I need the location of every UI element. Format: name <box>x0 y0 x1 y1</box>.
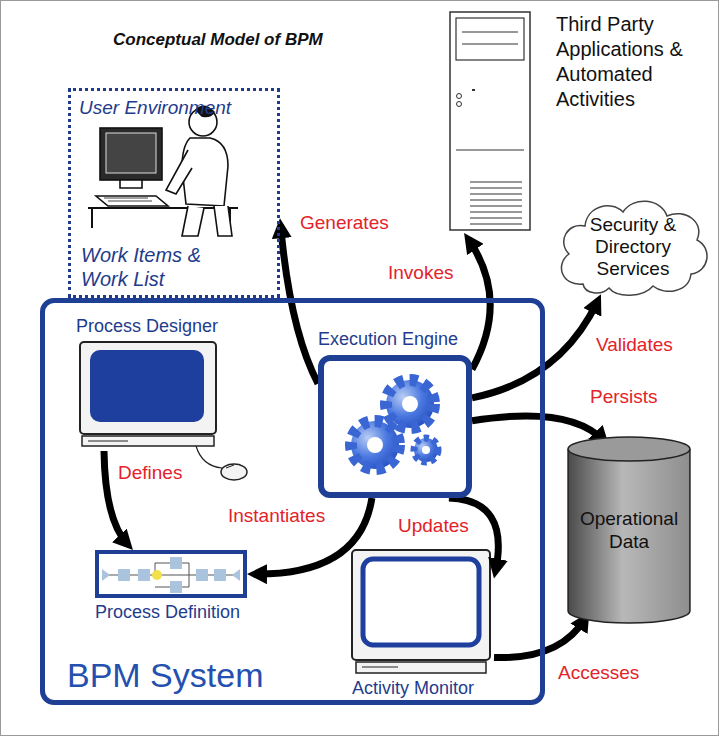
engine-ground <box>321 358 469 495</box>
region-title: User Environment <box>79 96 277 119</box>
store-label: Operational Data <box>573 507 685 553</box>
bpm-system-box: BPM SystemProcess DesignerExecution Engi… <box>40 298 545 705</box>
operational-data-store: Operational Data <box>563 435 695 625</box>
edge-label: Validates <box>594 334 675 356</box>
server-label: Third Party Applications & Automated Act… <box>556 12 696 112</box>
activity-monitor: Activity Monitor <box>350 548 494 700</box>
user-environment-region: User EnvironmentWork Items & Work List <box>68 88 280 298</box>
edge-label: Generates <box>298 212 391 234</box>
flow-arrow <box>472 302 598 398</box>
third-party-server: Third Party Applications & Automated Act… <box>448 8 716 233</box>
region-caption: Work Items & Work List <box>81 243 231 291</box>
gears-icon <box>351 380 438 469</box>
security-cloud: Security & Directory Services <box>553 192 713 302</box>
process-definition: Process Definition <box>95 550 247 598</box>
user-illustration <box>88 106 238 236</box>
component-label: Process Designer <box>76 316 224 337</box>
cloud-label: Security & Directory Services <box>578 214 688 280</box>
server-icon <box>450 12 530 230</box>
flow-arrow <box>281 226 318 383</box>
process-flow-icon <box>102 557 240 593</box>
process-designer: Process Designer <box>74 316 224 451</box>
flow-arrow <box>494 619 585 658</box>
edge-label: Persists <box>588 386 660 408</box>
edge-label: Accesses <box>556 662 641 684</box>
component-label: Execution Engine <box>318 329 466 350</box>
component-label: Activity Monitor <box>352 678 494 699</box>
edge-label: Defines <box>116 462 184 484</box>
cylinder-shape <box>563 435 695 625</box>
flow-arrow <box>472 416 604 441</box>
edge-label: Updates <box>396 515 471 537</box>
edge-label: Invokes <box>386 262 455 284</box>
edge-label: Instantiates <box>226 505 327 527</box>
execution-engine: Execution Engine <box>318 355 472 498</box>
diagram-title: Conceptual Model of BPM <box>113 30 323 50</box>
flow-arrow <box>469 240 491 370</box>
activity-monitor-icon <box>352 550 490 673</box>
component-label: Process Definition <box>95 602 243 623</box>
